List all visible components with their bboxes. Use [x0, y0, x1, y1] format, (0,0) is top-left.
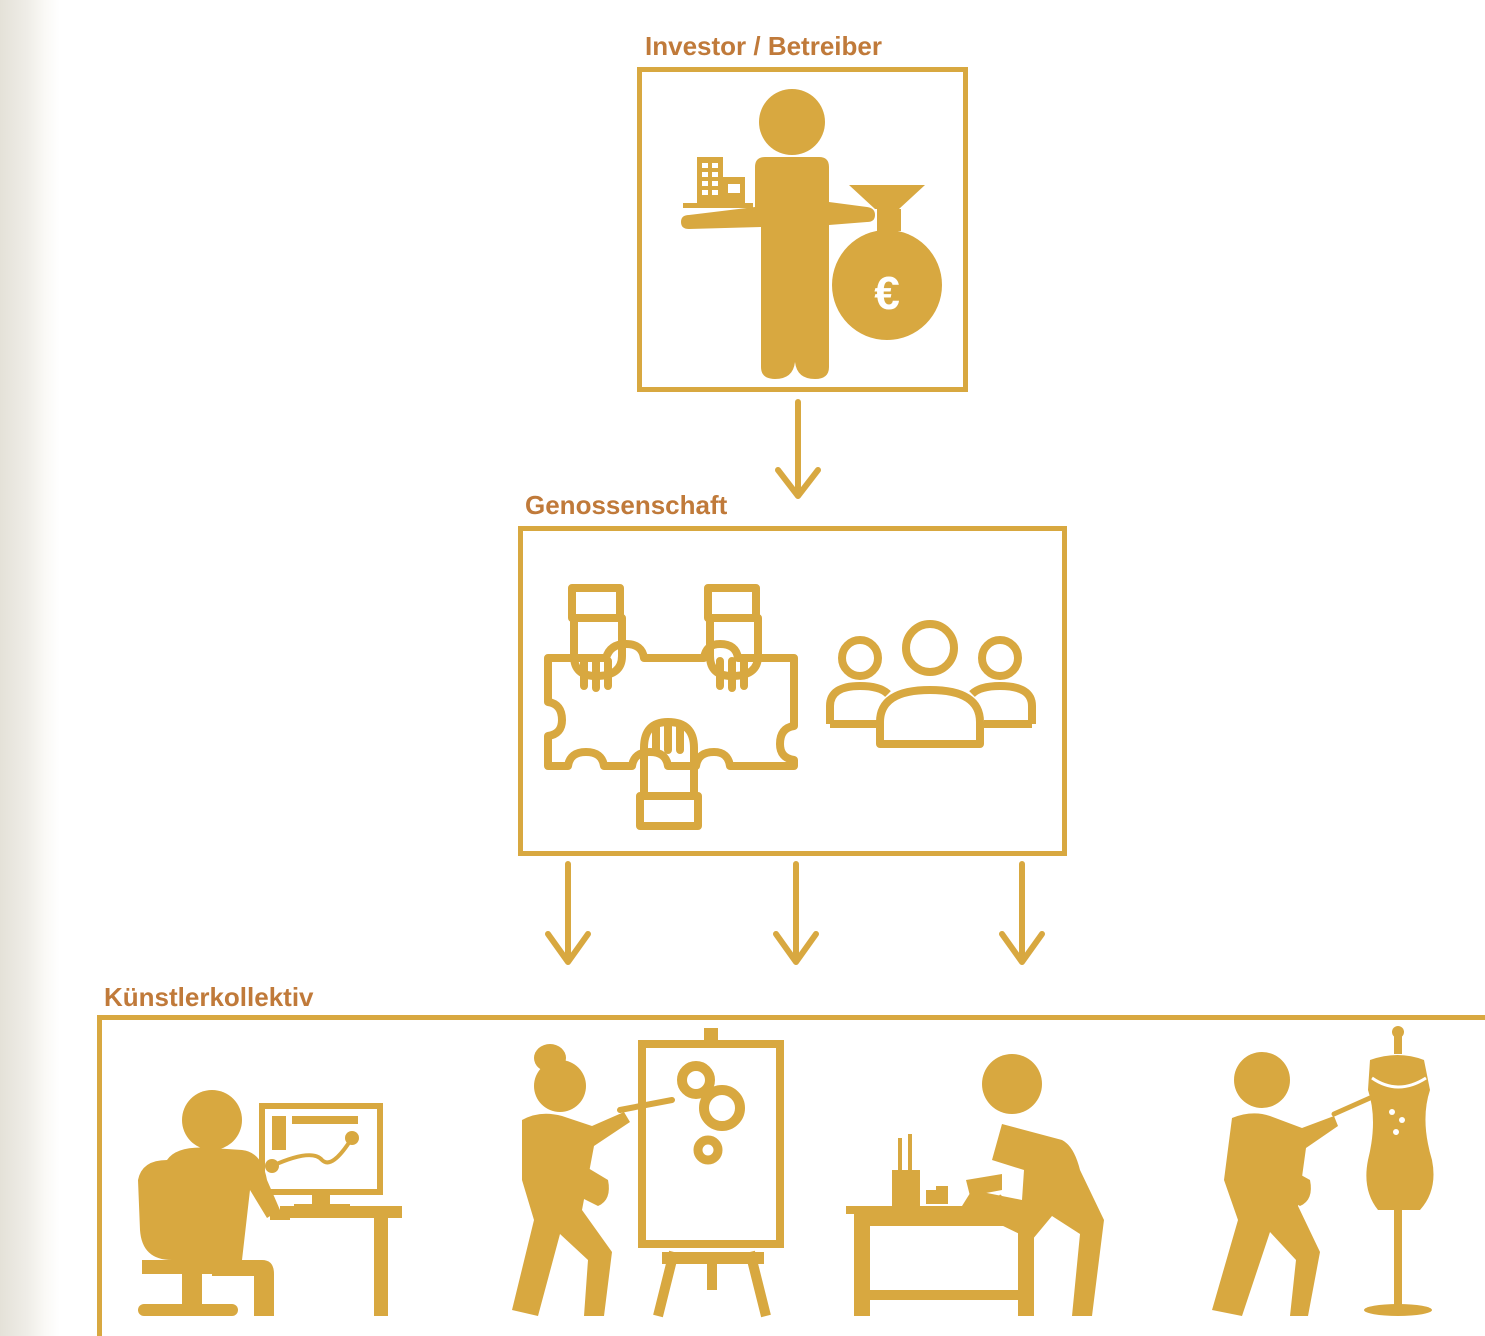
arrow-cooperative-to-collective-3	[999, 861, 1045, 965]
arrow-cooperative-to-collective-1	[545, 861, 591, 965]
investor-box	[637, 67, 968, 392]
money-bag-icon: €	[832, 185, 942, 340]
background-strip	[0, 0, 60, 1336]
cooperative-label: Genossenschaft	[525, 490, 728, 520]
arrow-investor-to-cooperative	[775, 399, 821, 499]
arrow-cooperative-to-collective-2	[773, 861, 819, 965]
euro-symbol: €	[874, 267, 900, 319]
investor-illustration: €	[681, 89, 942, 379]
painter-at-easel-icon	[512, 1028, 784, 1318]
puzzle-hands-icon	[544, 584, 798, 830]
group-people-icon	[826, 620, 1036, 748]
investor-person-icon	[681, 89, 875, 379]
collective-frame-top	[97, 1015, 1485, 1020]
collective-illustration	[138, 1026, 1434, 1318]
tailor-with-mannequin-icon	[1212, 1026, 1434, 1316]
investor-label: Investor / Betreiber	[645, 31, 882, 61]
designer-at-computer-icon	[138, 1090, 402, 1316]
cooperative-illustration	[544, 584, 1036, 830]
building-icon	[683, 157, 753, 208]
craftsman-at-table-icon	[846, 1054, 1104, 1316]
cooperative-box	[518, 526, 1067, 856]
collective-frame-left	[97, 1015, 102, 1336]
collective-label: Künstlerkollektiv	[104, 982, 314, 1012]
